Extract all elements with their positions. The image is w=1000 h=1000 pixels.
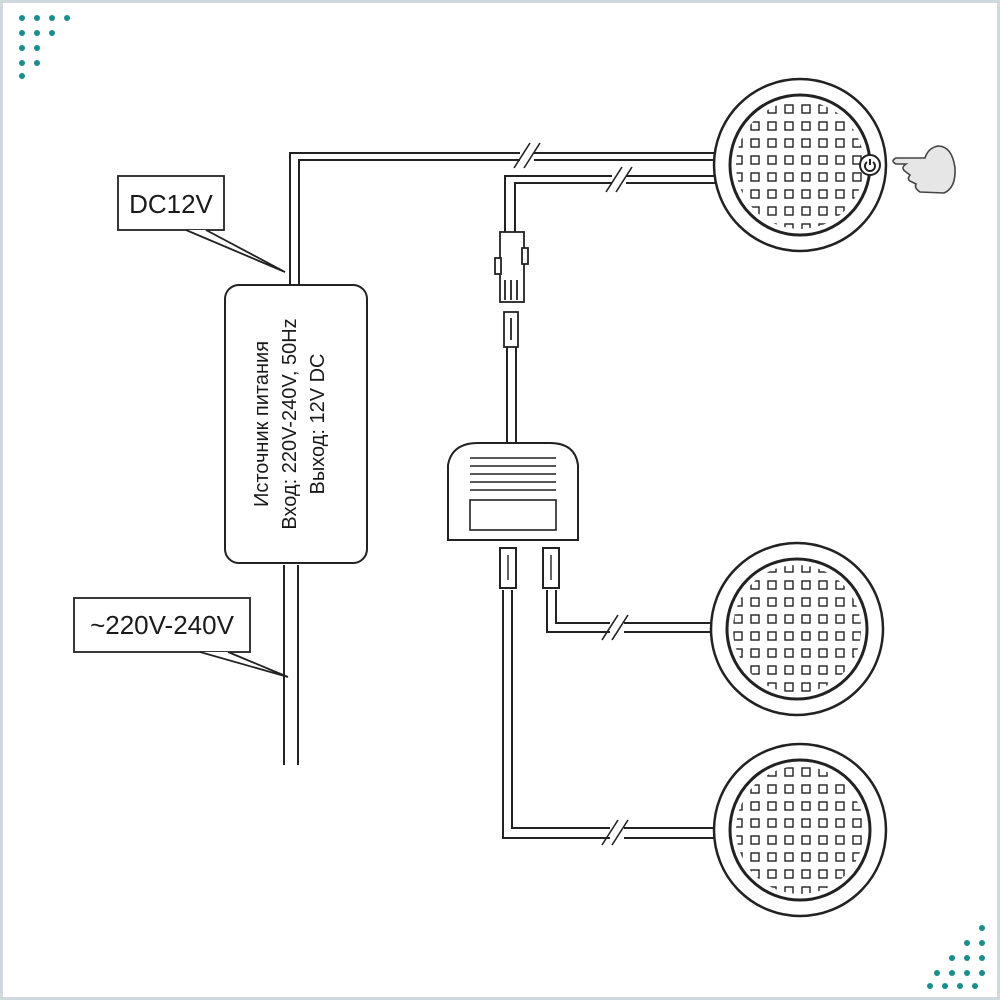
ac-voltage-label: ~220V-240V bbox=[90, 610, 235, 640]
led-lamp-3 bbox=[712, 742, 888, 918]
connector-plug bbox=[494, 231, 529, 348]
cable-break-marks bbox=[513, 142, 633, 846]
psu-title: Источник питания bbox=[251, 341, 273, 507]
corner-dots-top-left bbox=[19, 15, 70, 79]
ac-voltage-callout: ~220V-240V bbox=[73, 597, 289, 678]
distributor-hub bbox=[447, 442, 579, 589]
dc-voltage-label: DC12V bbox=[129, 189, 213, 219]
led-lamp-1 bbox=[712, 77, 888, 253]
pointing-hand-icon bbox=[892, 145, 956, 194]
led-lamp-2 bbox=[709, 541, 885, 717]
wires bbox=[283, 152, 722, 839]
corner-dots-bottom-right bbox=[927, 925, 985, 989]
psu-input-spec: Вход: 220V-240V, 50Hz bbox=[279, 318, 301, 529]
power-supply-box: Источник питания Вход: 220V-240V, 50Hz В… bbox=[224, 284, 368, 564]
dc-voltage-callout: DC12V bbox=[117, 175, 286, 273]
power-icon bbox=[859, 154, 881, 176]
psu-output-spec: Выход: 12V DC bbox=[307, 354, 329, 495]
